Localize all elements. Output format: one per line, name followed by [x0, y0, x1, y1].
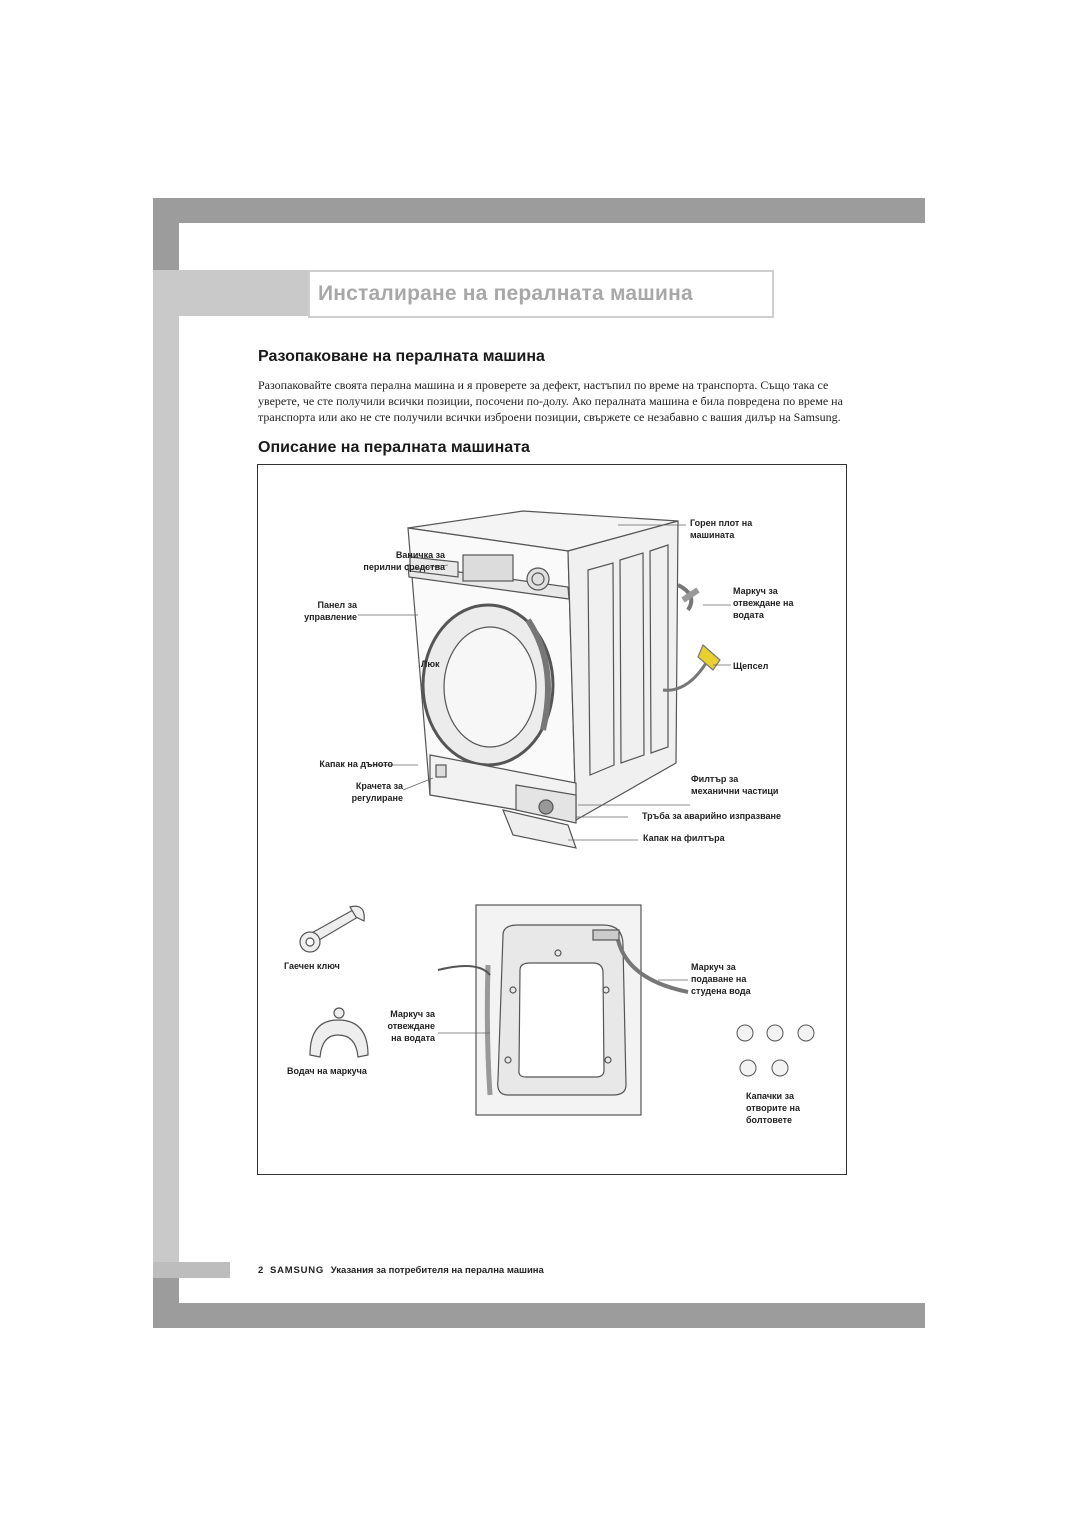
label-line: Горен плот на	[690, 518, 753, 528]
label-line: водата	[733, 610, 764, 620]
label-line: Маркуч за	[691, 962, 736, 972]
label-drain-hose-top: Маркуч за отвеждане на водата	[733, 585, 793, 621]
label-bottom-cover: Капак на дъното	[319, 759, 393, 769]
description-heading: Описание на пералната машината	[258, 439, 530, 456]
title-box	[308, 270, 774, 318]
label-debris-filter: Филтър за механични частици	[691, 773, 778, 797]
label-line: отворите на	[746, 1103, 800, 1113]
page-number: 2	[258, 1265, 264, 1276]
label-line: Капачки за	[746, 1091, 794, 1101]
label-door: Люк	[421, 659, 440, 669]
label-worktop: Горен плот на машината	[690, 517, 752, 541]
frame-left-bar	[153, 270, 179, 1270]
page-footer: 2 SAMSUNG Указания за потребителя на пер…	[258, 1265, 544, 1276]
title-band	[153, 270, 308, 316]
label-adjustable-feet: Крачета за регулиране	[320, 780, 403, 804]
label-line: перилни средства	[363, 562, 445, 572]
diagram-box	[257, 464, 847, 1175]
label-line: Филтър за	[691, 774, 739, 784]
label-bolt-caps: Капачки за отворите на болтовете	[746, 1090, 800, 1126]
unpacking-paragraph: Разопаковайте своята перална машина и я …	[258, 378, 843, 424]
label-line: машината	[690, 530, 735, 540]
label-line: Маркуч за	[390, 1009, 435, 1019]
label-drain-hose-back: Маркуч за отвеждане на водата	[360, 1008, 435, 1044]
label-line: управление	[304, 612, 357, 622]
label-line: подаване на	[691, 974, 747, 984]
unpacking-heading: Разопаковане на пералната машина	[258, 348, 545, 365]
label-emergency-drain-tube: Тръба за аварийно изпразване	[642, 811, 781, 821]
label-cold-water-hose: Маркуч за подаване на студена вода	[691, 961, 751, 997]
label-line: Панел за	[317, 600, 358, 610]
label-line: Крачета за	[355, 781, 403, 791]
label-line: отвеждане на	[733, 598, 794, 608]
label-control-panel: Панел за управление	[280, 599, 357, 623]
label-hose-guide: Водач на маркуча	[287, 1066, 367, 1076]
label-line: регулиране	[351, 793, 403, 803]
label-line: Маркуч за	[733, 586, 778, 596]
label-detergent-drawer: Ваничка за перилни средства	[330, 549, 445, 573]
label-line: на водата	[391, 1033, 435, 1043]
label-line: студена вода	[691, 986, 751, 996]
label-plug: Щепсел	[733, 661, 769, 671]
label-line: Ваничка за	[395, 550, 445, 560]
frame-left-bar-top	[153, 198, 179, 270]
washing-machine-illustration	[299, 510, 815, 1116]
label-line: болтовете	[746, 1115, 793, 1125]
label-line: отвеждане	[387, 1021, 435, 1031]
footer-tab	[153, 1262, 230, 1278]
manual-title: Указания за потребителя на перална машин…	[330, 1265, 544, 1276]
page-title: Инсталиране на пералната машина	[318, 282, 693, 305]
brand-name: SAMSUNG	[269, 1265, 325, 1276]
label-spanner: Гаечен ключ	[284, 961, 340, 971]
label-filter-cover: Капак на филтъра	[643, 833, 725, 843]
label-line: механични частици	[691, 786, 779, 796]
frame-bottom-bar	[153, 1303, 925, 1328]
frame-top-bar	[153, 198, 925, 223]
